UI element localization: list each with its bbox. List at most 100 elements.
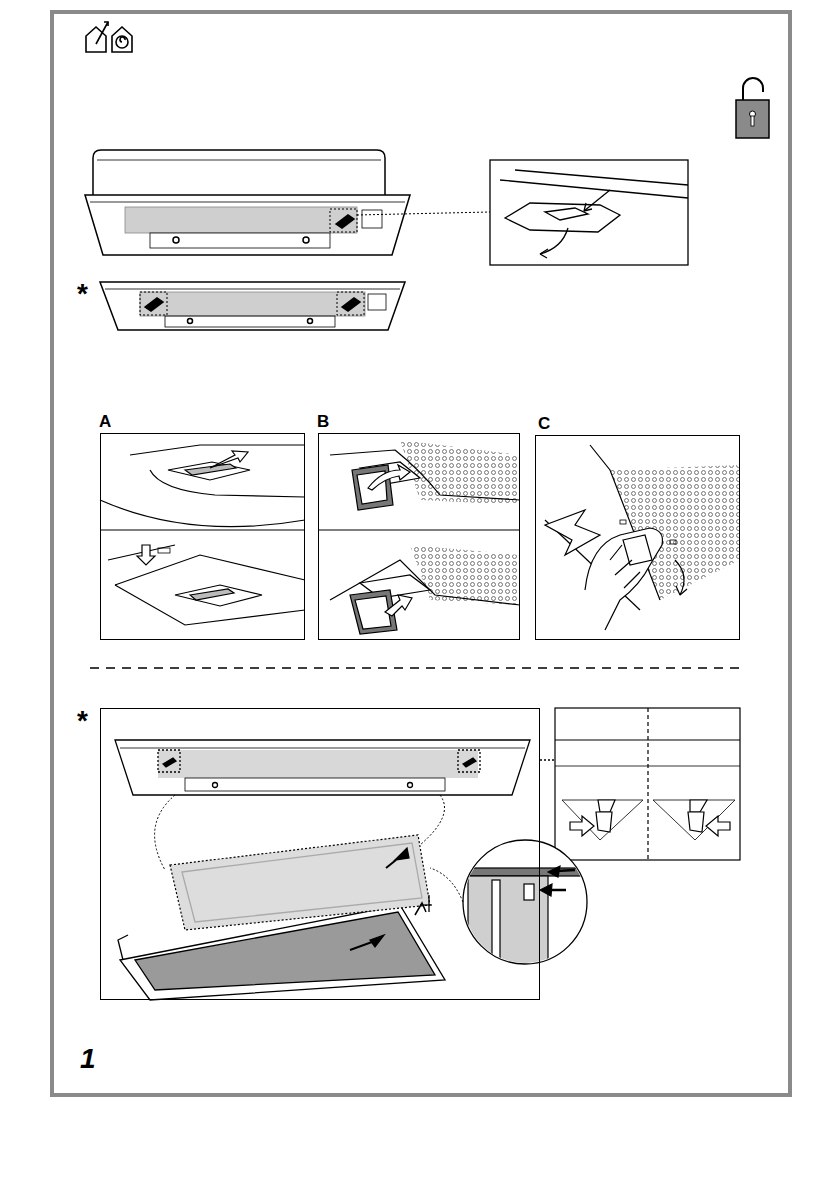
zoom-circle	[468, 876, 548, 976]
clip-inset	[653, 800, 735, 840]
filter-frame-art	[540, 759, 555, 760]
step-a-art	[210, 451, 248, 468]
latch-inset	[515, 170, 688, 185]
zoom-circle	[492, 880, 500, 970]
unlock-icon	[743, 78, 763, 100]
clip-inset	[598, 800, 615, 812]
step-b-art	[400, 440, 520, 505]
unlock-icon	[751, 116, 754, 126]
step-panel: *	[100, 708, 540, 1000]
filter-frame-art	[213, 783, 218, 788]
filter-frame-art	[115, 740, 530, 795]
latch-inset	[540, 228, 568, 254]
zoom-circle	[468, 866, 590, 976]
latch-inset	[584, 203, 592, 211]
hood-top	[362, 210, 382, 228]
clip-inset	[688, 812, 704, 832]
step-c-art	[670, 540, 676, 544]
hood-variant	[368, 294, 386, 310]
hood-top	[336, 215, 354, 228]
unlock-icon	[736, 78, 769, 138]
filter-frame-art	[395, 848, 409, 860]
filter-frame-art	[155, 795, 175, 870]
step-a-art	[137, 545, 155, 565]
clip-inset	[647, 708, 648, 860]
hood-variant	[165, 316, 335, 327]
unlock-icon	[736, 100, 769, 138]
hood-top	[90, 202, 405, 203]
filter-frame-art	[350, 942, 372, 950]
hood-top	[125, 207, 357, 233]
step-a-art	[185, 464, 236, 475]
step-b-art	[410, 545, 520, 605]
step-a-art	[168, 462, 250, 480]
step-c-art	[545, 510, 600, 555]
house-icons	[116, 36, 128, 48]
clip-inset	[555, 708, 740, 860]
filter-frame-art	[170, 835, 430, 930]
page-frame	[52, 12, 790, 1095]
filter-frame-art	[158, 750, 478, 778]
zoom-circle	[524, 884, 534, 900]
latch-inset	[490, 160, 688, 265]
hood-variant	[308, 319, 313, 324]
filter-frame-art	[120, 748, 525, 749]
latch-inset	[500, 180, 688, 198]
separator-line	[90, 667, 745, 669]
zoom-circle	[430, 868, 463, 902]
filter-frame-art	[420, 795, 445, 845]
step-c-art	[610, 545, 640, 588]
step-panel: B	[318, 433, 520, 640]
hood-variant	[100, 282, 405, 330]
hood-top	[303, 237, 309, 243]
step-a-art	[175, 585, 262, 606]
filter-frame-art	[163, 758, 176, 767]
step-a-art	[100, 529, 305, 530]
step-letter: C	[538, 415, 550, 432]
hood-top	[85, 150, 490, 255]
hood-variant	[100, 282, 405, 330]
step-a-art	[115, 585, 305, 625]
step-a-art	[100, 445, 305, 625]
zoom-circle	[470, 868, 590, 876]
step-b-art	[368, 465, 410, 490]
step-letter: *	[77, 707, 88, 735]
hood-variant	[140, 292, 365, 316]
hood-top	[97, 160, 381, 161]
page-frame	[52, 12, 790, 1095]
filter-frame-art	[118, 935, 128, 960]
zoom-circle	[556, 870, 575, 871]
step-a-art	[190, 589, 234, 600]
step-c-art	[620, 520, 626, 524]
hood-variant	[188, 319, 193, 324]
filter-frame-art	[182, 843, 422, 922]
zoom-circle	[430, 840, 590, 976]
step-c-art	[585, 528, 663, 630]
latch-inset	[505, 203, 620, 232]
clip-inset	[562, 800, 643, 840]
filter-frame-art	[135, 912, 435, 990]
hood-top	[173, 237, 179, 243]
latch-inset	[540, 249, 548, 258]
step-a-art	[100, 500, 305, 527]
house-icons	[96, 22, 108, 44]
latch-inset	[545, 208, 588, 220]
hood-variant	[105, 289, 400, 290]
filter-frame-art	[158, 750, 180, 772]
step-b-art	[318, 440, 520, 634]
latch-inset	[490, 160, 688, 265]
house-icons	[86, 22, 132, 52]
clip-inset	[596, 812, 612, 832]
step-a-art	[130, 445, 305, 455]
step-b-art	[385, 595, 412, 616]
filter-frame-art	[463, 758, 476, 767]
step-b-art	[318, 529, 520, 530]
filter-frame-art	[428, 895, 429, 912]
filter-frame-art	[420, 904, 432, 905]
hood-variant	[140, 292, 167, 315]
clip-inset	[690, 800, 707, 812]
step-letter: B	[317, 413, 329, 430]
zoom-circle	[548, 889, 566, 892]
